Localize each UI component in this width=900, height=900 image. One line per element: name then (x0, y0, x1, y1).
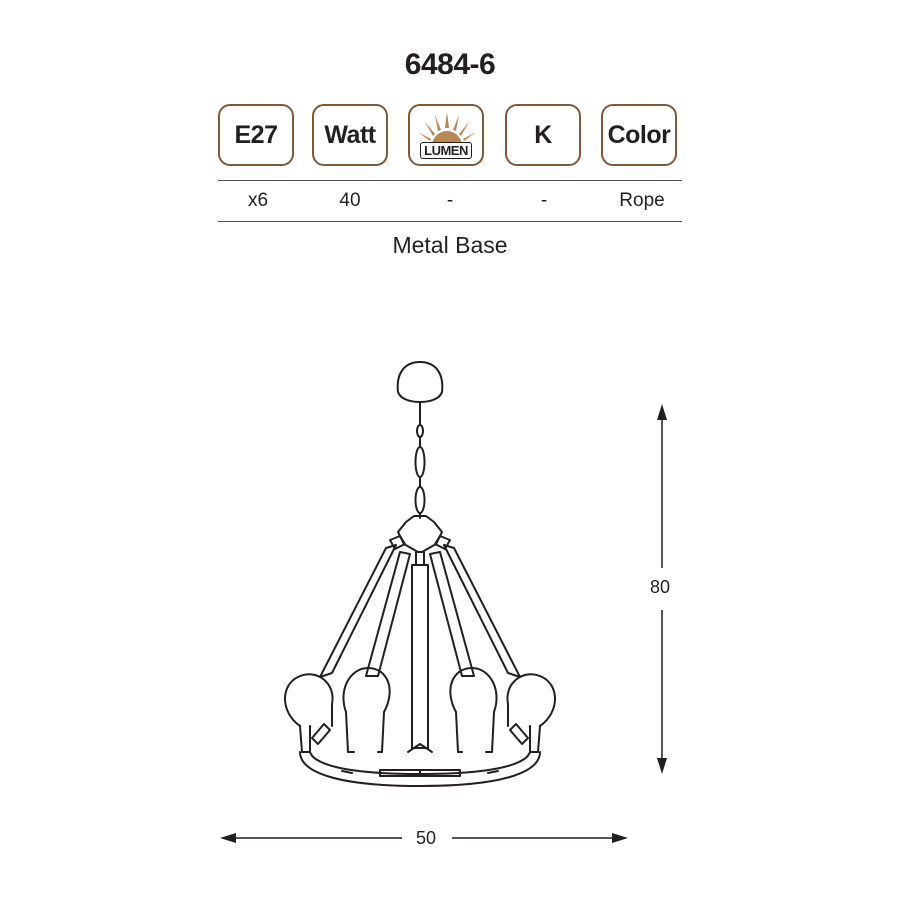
kelvin-label: K (534, 120, 552, 149)
lumen-label: LUMEN (420, 142, 472, 159)
socket-label: E27 (234, 120, 278, 149)
spec-badges: E27 Watt LUMEN K Color (218, 104, 682, 168)
table-top-rule (218, 180, 682, 181)
product-code: 6484-6 (404, 48, 496, 81)
base-material: Metal Base (392, 232, 508, 258)
base-ring (299, 751, 541, 787)
right-inner-arm (429, 551, 475, 677)
watt-value: 40 (339, 190, 361, 211)
arrow-up-icon (657, 404, 667, 420)
base-slot (379, 769, 461, 777)
socket-count: x6 (247, 190, 269, 211)
kelvin-badge: K (505, 104, 581, 166)
arrow-down-icon (657, 758, 667, 774)
watt-badge: Watt (312, 104, 388, 166)
spec-values: x6 40 - - Rope (218, 190, 682, 214)
watt-label: Watt (324, 120, 376, 149)
globe-far-left (284, 673, 334, 727)
arrow-left-icon (220, 833, 236, 843)
height-label: 80 (650, 577, 671, 597)
globe-right-inner (449, 667, 498, 753)
chain-link (416, 424, 424, 438)
color-label: Color (607, 120, 671, 149)
width-label: 50 (416, 828, 437, 848)
color-badge: Color (601, 104, 677, 166)
lumen-value: - (446, 190, 454, 211)
lumen-badge: LUMEN (408, 104, 484, 166)
ceiling-canopy (396, 361, 444, 403)
arrow-right-icon (612, 833, 628, 843)
chain-link (414, 486, 426, 514)
globe-far-right (506, 673, 556, 727)
left-inner-arm (365, 551, 411, 677)
color-value: Rope (619, 190, 665, 211)
central-hub (397, 515, 443, 553)
chain-link (414, 446, 426, 478)
socket-badge: E27 (218, 104, 294, 166)
center-arm (411, 564, 429, 749)
table-bottom-rule (218, 221, 682, 222)
globe-left-inner (342, 667, 391, 753)
kelvin-value: - (540, 190, 548, 211)
